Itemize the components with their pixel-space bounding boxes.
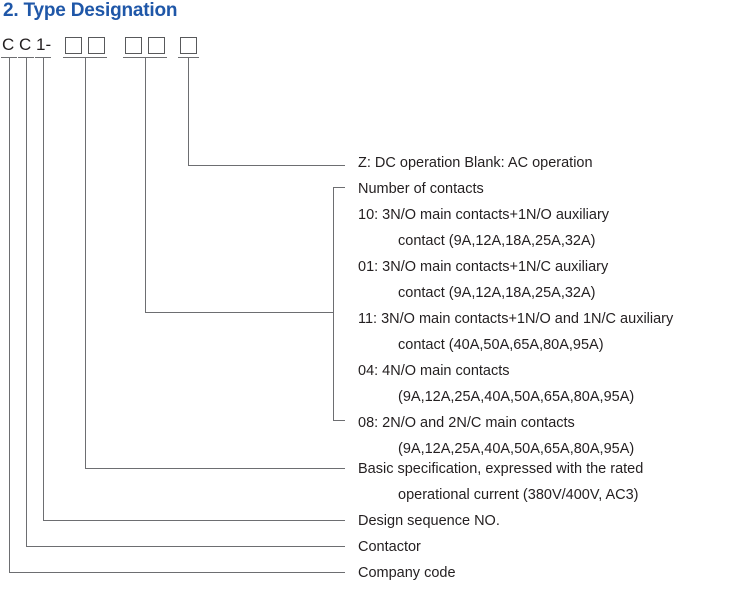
leader-number-of-contacts-horizontal [145,312,333,313]
leader-contactor-horizontal [26,546,345,547]
code-char-underline-0 [1,57,17,58]
code-placeholder-box-0 [65,37,82,54]
leader-design-sequence-horizontal [43,520,345,521]
note-basic-spec-cont: operational current (380V/400V, AC3) [398,487,639,503]
note-number-of-contacts: Number of contacts [358,181,484,197]
code-char-0: C [2,35,15,54]
note-contacts-01-cont: contact (9A,12A,18A,25A,32A) [398,285,596,301]
note-contacts-11: 11: 3N/O main contacts+1N/O and 1N/C aux… [358,311,674,327]
note-contacts-01: 01: 3N/O main contacts+1N/C auxiliary [358,259,609,275]
code-group-underline-0 [63,57,107,58]
contacts-bracket-spine [333,187,334,420]
code-group-underline-1 [123,57,167,58]
contacts-bracket-tick-top [333,187,345,188]
contacts-bracket-tick-bottom [333,420,345,421]
code-placeholder-box-2 [125,37,142,54]
code-char-underline-1 [18,57,34,58]
note-company-code: Company code [358,565,456,581]
note-basic-specification: Basic specification, expressed with the … [358,461,644,477]
leader-dc-ac-operation-horizontal [188,165,345,166]
code-char-underline-2 [35,57,51,58]
note-contacts-04-cont: (9A,12A,25A,40A,50A,65A,80A,95A) [398,389,635,405]
leader-number-of-contacts-vertical [145,58,146,312]
note-contacts-11-cont: contact (40A,50A,65A,80A,95A) [398,337,604,353]
leader-basic-specification-horizontal [85,468,345,469]
note-contacts-04: 04: 4N/O main contacts [358,363,510,379]
leader-design-sequence-vertical [43,58,44,520]
code-char-2: 1- [36,35,52,54]
leader-company-code-horizontal [9,572,345,573]
note-dc-ac-operation: Z: DC operation Blank: AC operation [358,155,593,171]
leader-contactor-vertical [26,58,27,546]
code-placeholder-box-1 [88,37,105,54]
note-contacts-10: 10: 3N/O main contacts+1N/O auxiliary [358,207,610,223]
leader-basic-specification-vertical [85,58,86,468]
note-design-sequence-no: Design sequence NO. [358,513,500,529]
code-char-1: C [19,35,32,54]
code-group-underline-2 [178,57,199,58]
leader-dc-ac-operation-vertical [188,58,189,165]
code-placeholder-box-3 [148,37,165,54]
note-contacts-10-cont: contact (9A,12A,18A,25A,32A) [398,233,596,249]
page-title: 2. Type Designation [3,0,178,21]
leader-company-code-vertical [9,58,10,572]
code-placeholder-box-4 [180,37,197,54]
note-contactor: Contactor [358,539,421,555]
note-contacts-08-cont: (9A,12A,25A,40A,50A,65A,80A,95A) [398,441,635,457]
note-contacts-08: 08: 2N/O and 2N/C main contacts [358,415,575,431]
